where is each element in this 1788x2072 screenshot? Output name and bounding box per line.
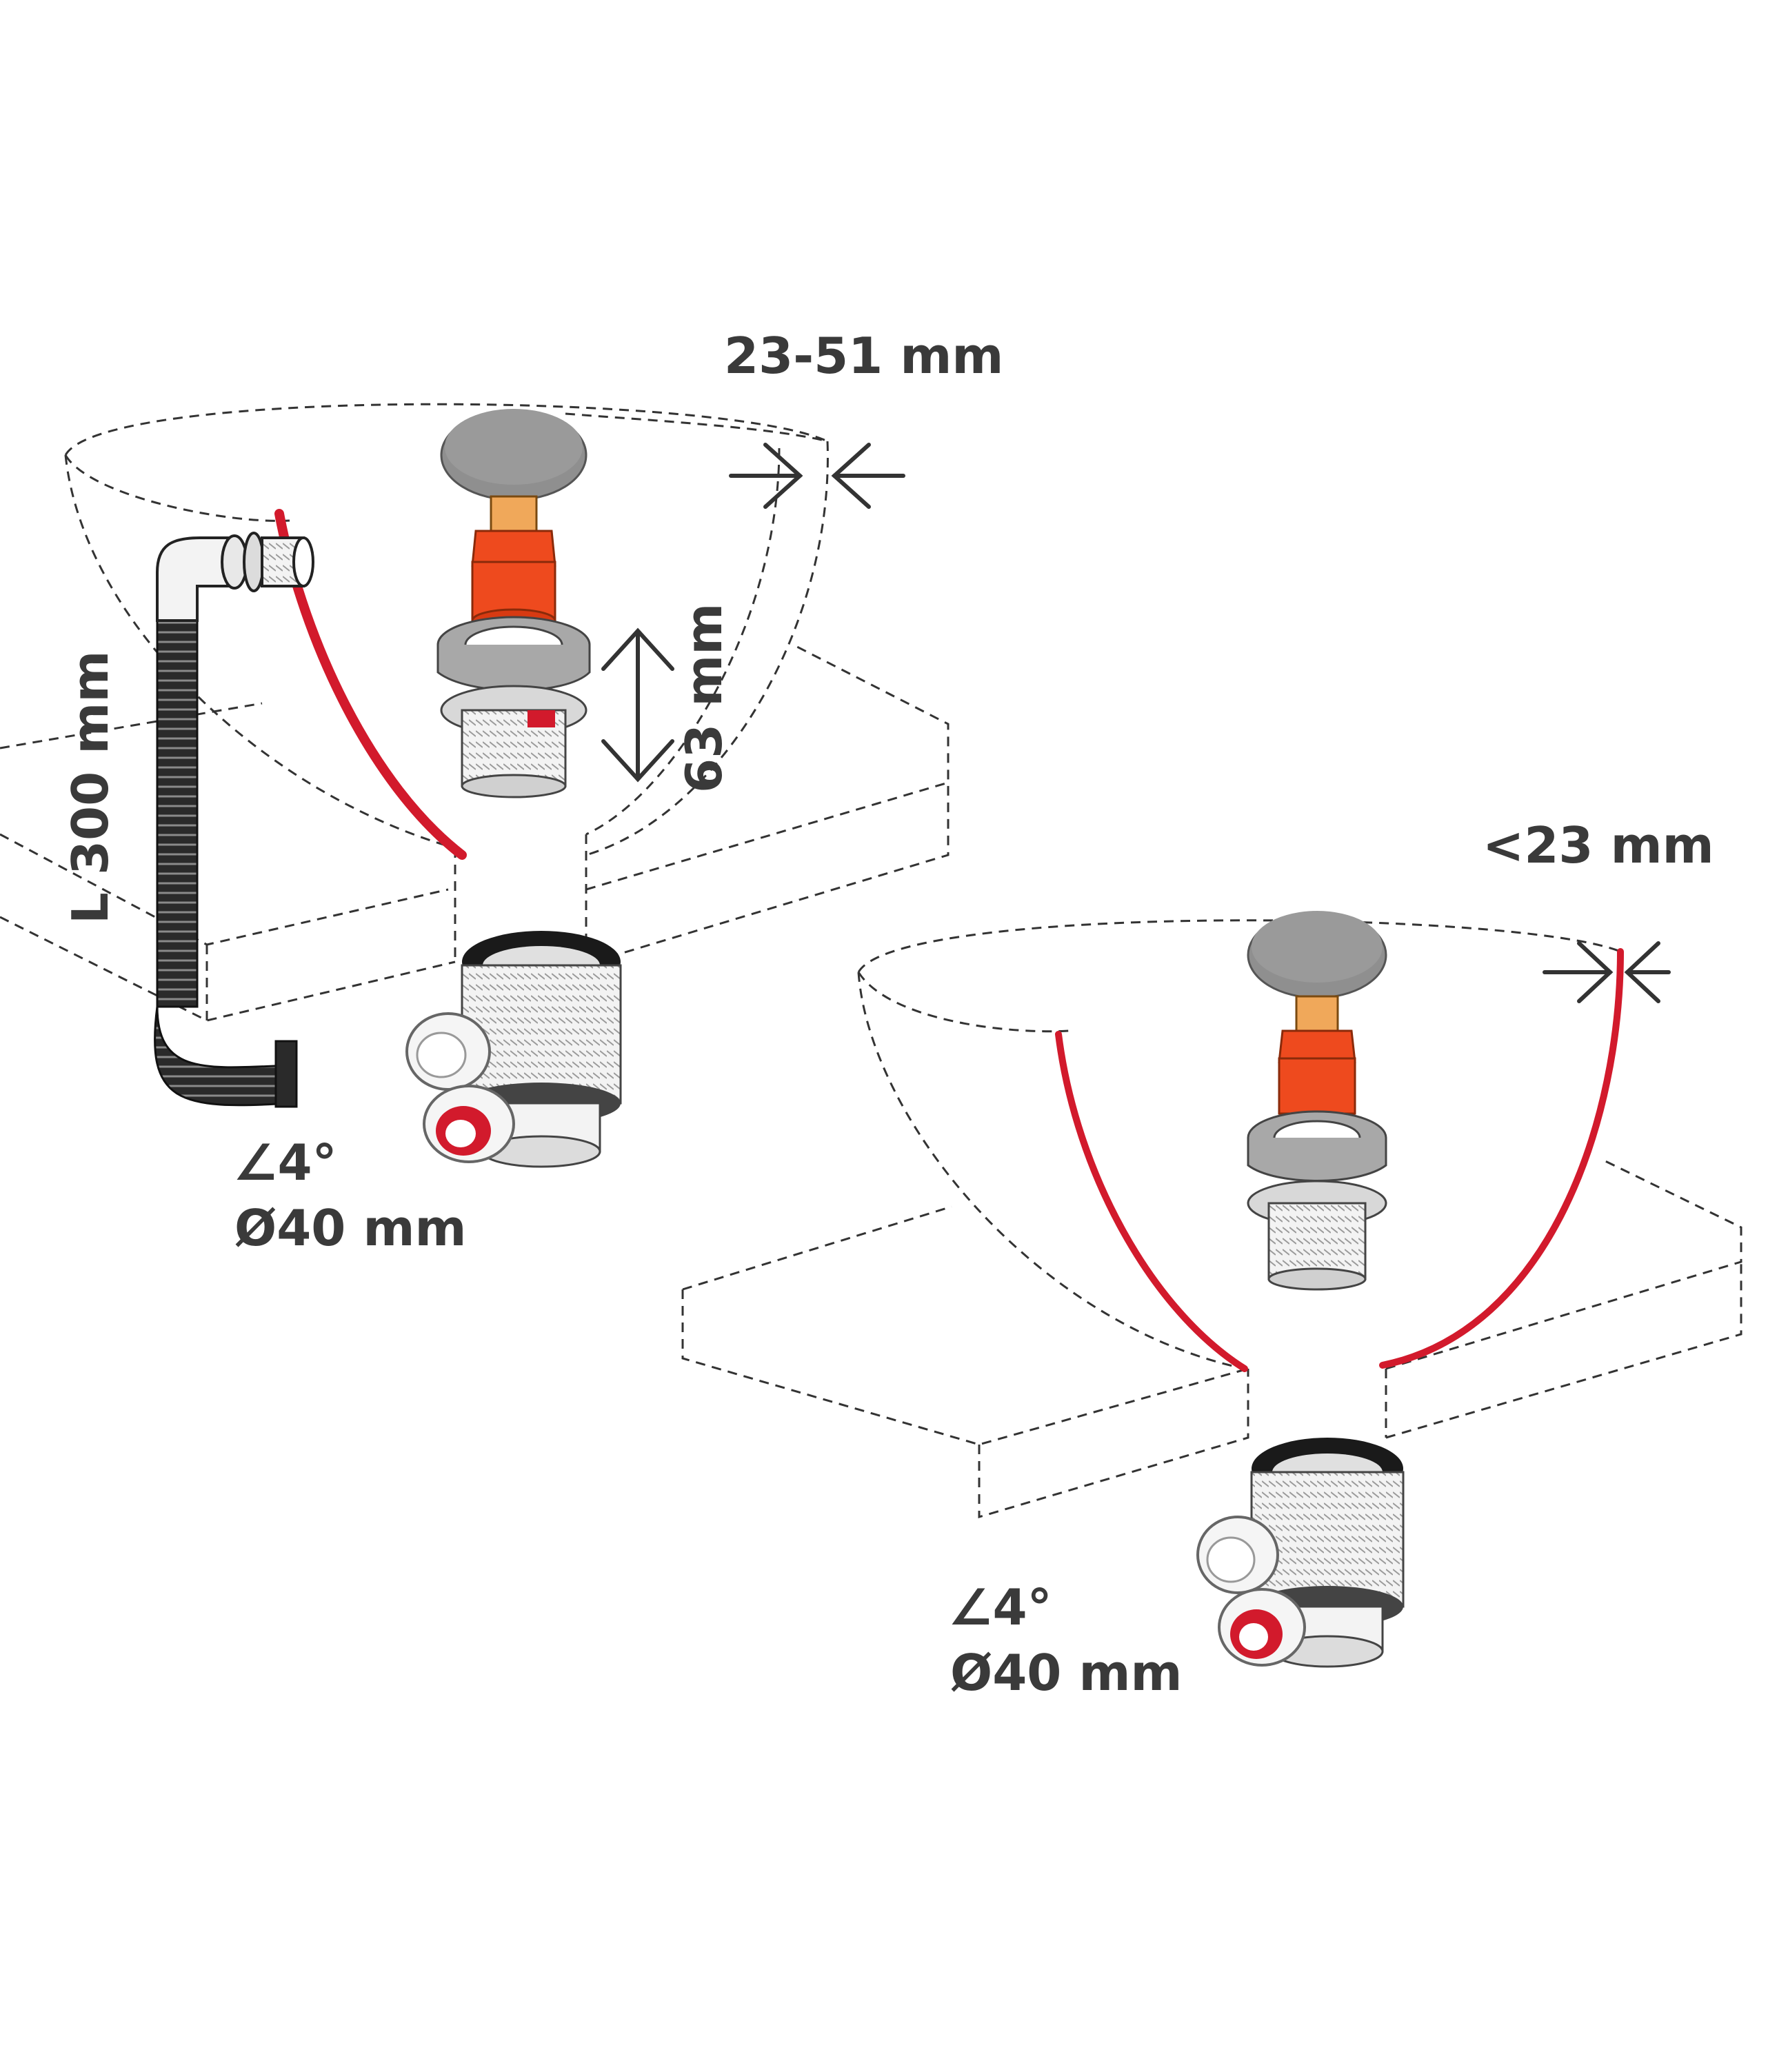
left-basin-outline <box>64 403 829 856</box>
compression-arrow-icon <box>729 443 905 509</box>
pop-up-cap-icon <box>436 409 591 798</box>
bottle-trap-icon <box>405 931 622 1168</box>
compression-arrow-icon-right <box>1543 941 1671 1003</box>
wall-thickness-range-label: 23-51 mm <box>724 327 1004 385</box>
angle-left-label: ∠4° <box>233 1134 337 1191</box>
left-installation <box>0 403 950 1168</box>
diameter-right-label: Ø40 mm <box>950 1644 1183 1702</box>
bottle-trap-icon-right <box>1196 1438 1405 1668</box>
left-countertop-outline <box>0 643 950 1022</box>
flexible-hose-icon <box>154 532 314 1108</box>
height-label: 63 mm <box>675 603 733 793</box>
diameter-left-label: Ø40 mm <box>234 1199 467 1257</box>
right-basin-outline <box>857 919 1621 1370</box>
angle-right-label: ∠4° <box>948 1578 1052 1636</box>
height-dimension-arrow <box>601 627 674 783</box>
right-basin-wall-left-section <box>1055 1031 1248 1372</box>
right-installation <box>681 911 1742 1668</box>
hose-length-label: L 300 mm <box>61 650 119 924</box>
right-basin-wall-right-section <box>1379 948 1624 1369</box>
pop-up-cap-icon-right <box>1247 911 1387 1291</box>
right-countertop-outline <box>681 1157 1742 1519</box>
thin-wall-thickness-label: <23 mm <box>1483 816 1714 874</box>
